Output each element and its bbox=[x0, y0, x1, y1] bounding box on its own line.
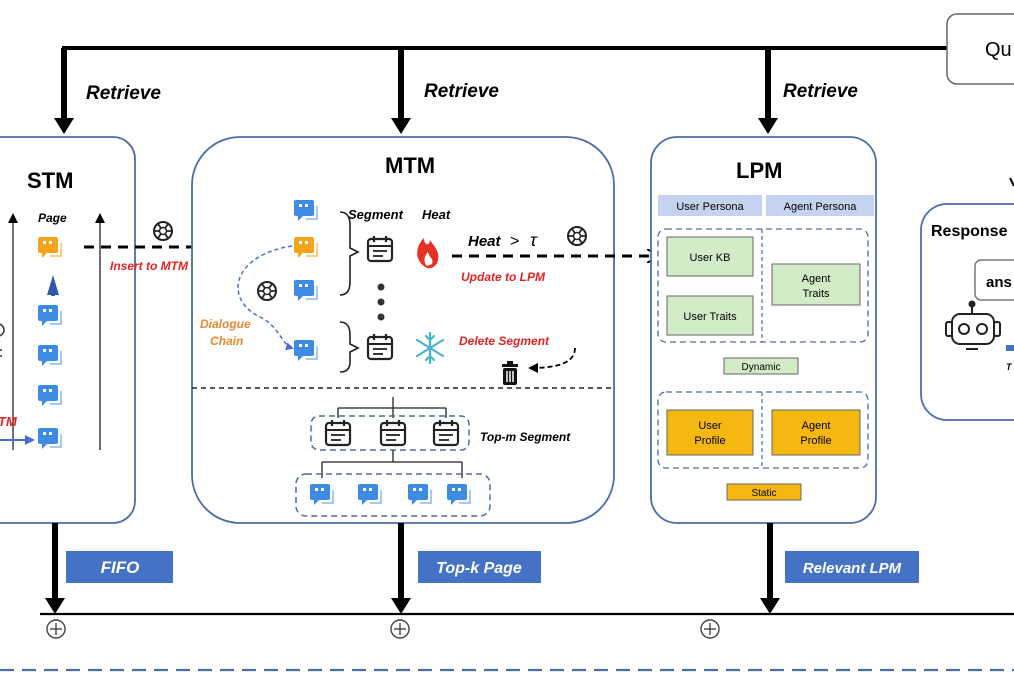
snowflake-icon bbox=[415, 331, 445, 365]
mtm-title: MTM bbox=[385, 153, 435, 178]
user-persona-header bbox=[658, 195, 762, 216]
top-m-segment-label: Top-m Segment bbox=[480, 430, 571, 444]
static-group bbox=[657, 391, 869, 469]
user-kb-box bbox=[666, 236, 754, 277]
relevant-lpm-badge bbox=[785, 551, 919, 583]
response-panel bbox=[920, 203, 1014, 421]
dynamic-group bbox=[657, 228, 869, 343]
heat-condition-label: Heat bbox=[468, 233, 502, 250]
dialogue-chain-label-2: Chain bbox=[210, 334, 243, 348]
user-traits-box bbox=[666, 295, 754, 336]
agent-traits-box bbox=[771, 263, 861, 306]
stm-panel bbox=[0, 136, 136, 524]
query-label: Qu bbox=[985, 39, 1012, 61]
response-title: Response bbox=[931, 223, 1008, 240]
agent-profile-label-2: Profile bbox=[800, 435, 831, 447]
user-traits-label: User Traits bbox=[683, 311, 737, 323]
dynamic-label: Dynamic bbox=[742, 362, 781, 373]
calendar-icon bbox=[432, 418, 460, 447]
agent-profile-label-1: Agent bbox=[802, 420, 831, 432]
user-profile-box bbox=[666, 409, 754, 456]
delete-segment-label: Delete Segment bbox=[459, 334, 550, 348]
fire-icon bbox=[417, 238, 439, 269]
lpm-title: LPM bbox=[736, 158, 782, 183]
static-badge bbox=[726, 483, 802, 501]
calendar-icon bbox=[366, 234, 394, 263]
stm-page-label: Page bbox=[38, 211, 67, 225]
segment-brace-bottom bbox=[339, 321, 360, 373]
openai-icon bbox=[153, 221, 173, 241]
fifo-badge bbox=[66, 551, 173, 583]
calendar-icon bbox=[324, 418, 352, 447]
top-k-badge bbox=[418, 551, 541, 583]
plus-circle-icon bbox=[46, 619, 66, 639]
agent-traits-label-1: Agent bbox=[802, 273, 831, 285]
fifo-label: FIFO bbox=[101, 558, 140, 577]
svg-text:>: > bbox=[510, 233, 519, 250]
heat-label: Heat bbox=[422, 207, 451, 222]
agent-persona-header bbox=[766, 195, 874, 216]
update-to-lpm-label: Update to LPM bbox=[461, 270, 546, 284]
answer-bubble bbox=[974, 259, 1014, 301]
segment-brace-top bbox=[339, 211, 360, 296]
top-m-segment-group bbox=[310, 415, 470, 451]
user-profile-label-2: Profile bbox=[694, 435, 725, 447]
trash-icon bbox=[502, 361, 518, 385]
top-k-page-group bbox=[295, 473, 491, 517]
dialogue-chain-label-1: Dialogue bbox=[200, 317, 251, 331]
agent-profile-box bbox=[771, 409, 861, 456]
up-arrow-icon bbox=[47, 275, 59, 295]
relevant-lpm-label: Relevant LPM bbox=[803, 560, 902, 577]
user-persona-label: User Persona bbox=[676, 201, 744, 213]
agent-traits-label-2: Traits bbox=[802, 288, 830, 300]
retrieve-label-lpm: Retrieve bbox=[783, 81, 858, 102]
response-partial-label: T bbox=[1006, 362, 1013, 372]
answer-label: ans bbox=[986, 274, 1012, 291]
dynamic-badge bbox=[723, 357, 799, 375]
dialogue-chain-arrow bbox=[237, 245, 294, 351]
mtm-panel bbox=[191, 136, 615, 524]
segment-label: Segment bbox=[348, 207, 404, 222]
delete-segment-arrow bbox=[528, 347, 576, 373]
plus-circle-icon bbox=[390, 619, 410, 639]
retrieve-label-mtm: Retrieve bbox=[424, 81, 499, 102]
user-kb-label: User KB bbox=[690, 252, 731, 264]
static-label: Static bbox=[751, 488, 776, 499]
query-box bbox=[946, 13, 1014, 85]
robot-icon bbox=[945, 300, 1001, 350]
calendar-icon bbox=[379, 418, 407, 447]
calendar-icon bbox=[366, 332, 394, 361]
stm-title: STM bbox=[27, 168, 73, 193]
retrieve-label-stm: Retrieve bbox=[86, 83, 161, 104]
tau-label: τ bbox=[530, 230, 538, 250]
top-k-label: Top-k Page bbox=[436, 560, 522, 577]
agent-persona-label: Agent Persona bbox=[784, 201, 858, 213]
user-profile-label-1: User bbox=[698, 420, 722, 432]
insert-to-mtm-label: Insert to MTM bbox=[110, 259, 189, 273]
stm-partial-label: TM bbox=[0, 414, 18, 429]
plus-circle-icon bbox=[700, 619, 720, 639]
